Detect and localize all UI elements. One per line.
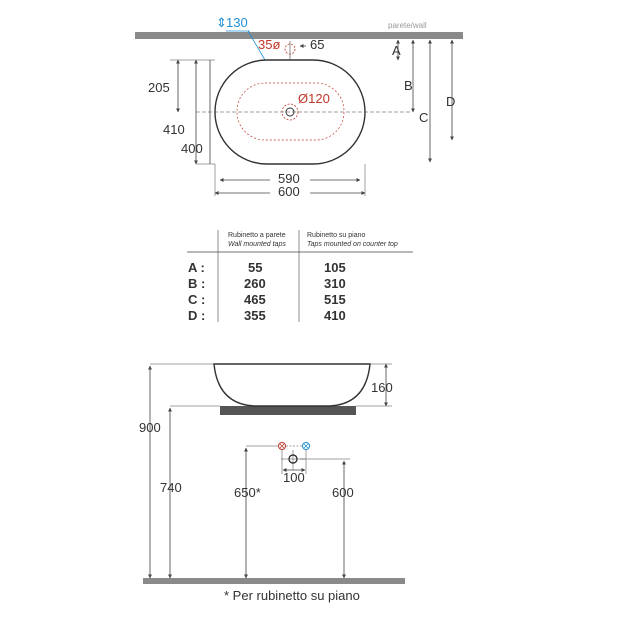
dim-120-label: Ø120 — [298, 91, 330, 106]
table-row-a-counter: 105 — [324, 260, 346, 275]
table-row-b-counter: 310 — [324, 276, 346, 291]
table-row-d-label: D : — [188, 308, 205, 323]
letter-c: C — [419, 110, 428, 125]
table-row-c-counter: 515 — [324, 292, 346, 307]
wall-bar — [135, 32, 463, 39]
dim-130-icon: ⇕ — [216, 15, 227, 30]
dim-65-label: 65 — [310, 37, 324, 52]
dim-590-label: 590 — [278, 171, 300, 186]
dim-410-label: 410 — [163, 122, 185, 137]
table-col1-subtitle: Wall mounted taps — [228, 241, 286, 248]
table-row-b-label: B : — [188, 276, 205, 291]
side-view: 160 900 740 650* 600 100 — [139, 363, 405, 584]
dim-160-label: 160 — [371, 380, 393, 395]
dim-900-label: 900 — [139, 420, 161, 435]
table-row-d-counter: 410 — [324, 308, 346, 323]
dim-600-side-label: 600 — [332, 485, 354, 500]
top-view: parete/wall ⇕ 130 35ø 65 A B C D Ø120 — [135, 15, 463, 199]
wall-label: parete/wall — [388, 21, 427, 30]
table-col1-title: Rubinetto a parete — [228, 232, 286, 239]
dim-600-label: 600 — [278, 184, 300, 199]
table-col2-subtitle: Taps mounted on counter top — [307, 241, 398, 248]
basin-side-profile — [213, 363, 371, 407]
table-row-d-wall: 355 — [244, 308, 266, 323]
drain-outer-icon — [281, 103, 299, 121]
dimension-table: Rubinetto a parete Wall mounted taps Rub… — [187, 230, 413, 323]
letter-b: B — [404, 78, 413, 93]
dim-35-label: 35ø — [258, 37, 280, 52]
drain-icon — [285, 107, 295, 117]
basin-inner-outline — [236, 82, 345, 141]
dim-205-label: 205 — [148, 80, 170, 95]
countertop — [220, 406, 356, 415]
floor-bar — [143, 578, 405, 584]
table-row-b-wall: 260 — [244, 276, 266, 291]
table-row-c-wall: 465 — [244, 292, 266, 307]
letter-a: A — [392, 43, 401, 58]
dim-650-label: 650* — [234, 485, 261, 500]
dim-130-leader — [247, 30, 266, 61]
dim-740-label: 740 — [160, 480, 182, 495]
dim-100-label: 100 — [283, 470, 305, 485]
table-row-a-wall: 55 — [248, 260, 262, 275]
letter-d: D — [446, 94, 455, 109]
dim-130-label: 130 — [226, 15, 248, 30]
table-row-a-label: A : — [188, 260, 205, 275]
dim-400-label: 400 — [181, 141, 203, 156]
table-col2-title: Rubinetto su piano — [307, 232, 365, 239]
footnote: * Per rubinetto su piano — [224, 588, 360, 603]
table-row-c-label: C : — [188, 292, 205, 307]
